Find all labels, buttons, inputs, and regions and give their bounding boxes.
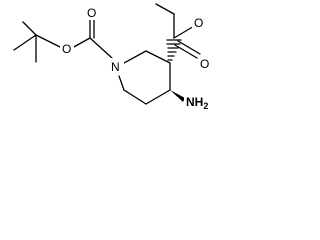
bond-n-c2 bbox=[123, 50, 147, 64]
bond-o-cboc bbox=[71, 37, 91, 49]
bond-cboc-n bbox=[89, 37, 113, 59]
stereo-wedge-bond-c4 bbox=[170, 90, 185, 102]
atom-nh2: NH2 bbox=[186, 95, 208, 111]
structure-canvas: O O N O O NH2 bbox=[0, 0, 235, 123]
mask-nh2 bbox=[184, 92, 214, 110]
methyl-ester-group bbox=[155, 3, 201, 61]
atom-o-ester-carbonyl: O bbox=[200, 57, 209, 71]
bond-tbu-me1 bbox=[22, 21, 37, 36]
bond-c2-c3 bbox=[145, 50, 171, 64]
bond-cester-o-double-a bbox=[177, 40, 201, 55]
stereo-hash-bond-c3 bbox=[166, 39, 182, 61]
mask-o-ester-carbonyl bbox=[199, 56, 213, 70]
mask-n-ring bbox=[110, 58, 124, 74]
bond-cester-o-double-b bbox=[174, 44, 198, 59]
piperidine-ring bbox=[118, 50, 171, 105]
bond-c6-n bbox=[118, 75, 125, 91]
atom-n-ring: N bbox=[111, 60, 120, 74]
boc-carbonyl-group bbox=[71, 19, 113, 59]
mask-o-boc-ester bbox=[60, 41, 74, 55]
tert-butyl-group bbox=[13, 21, 63, 63]
amino-group bbox=[170, 90, 185, 102]
bond-ome-ch3 bbox=[155, 3, 175, 15]
mask-o-methoxy bbox=[192, 16, 206, 30]
bond-c4-c5 bbox=[145, 89, 171, 105]
atom-o-boc-carbonyl: O bbox=[87, 6, 96, 20]
atom-o-ester-methoxy: O bbox=[194, 16, 203, 30]
bond-tbu-o bbox=[35, 34, 63, 49]
bond-tbu-me2 bbox=[13, 34, 37, 51]
mask-o-boc-carbonyl bbox=[85, 6, 99, 20]
bond-c5-c6 bbox=[123, 89, 147, 105]
molecule-diagram: O O N O O NH2 bbox=[13, 3, 214, 111]
atom-o-boc-ester: O bbox=[62, 42, 71, 56]
